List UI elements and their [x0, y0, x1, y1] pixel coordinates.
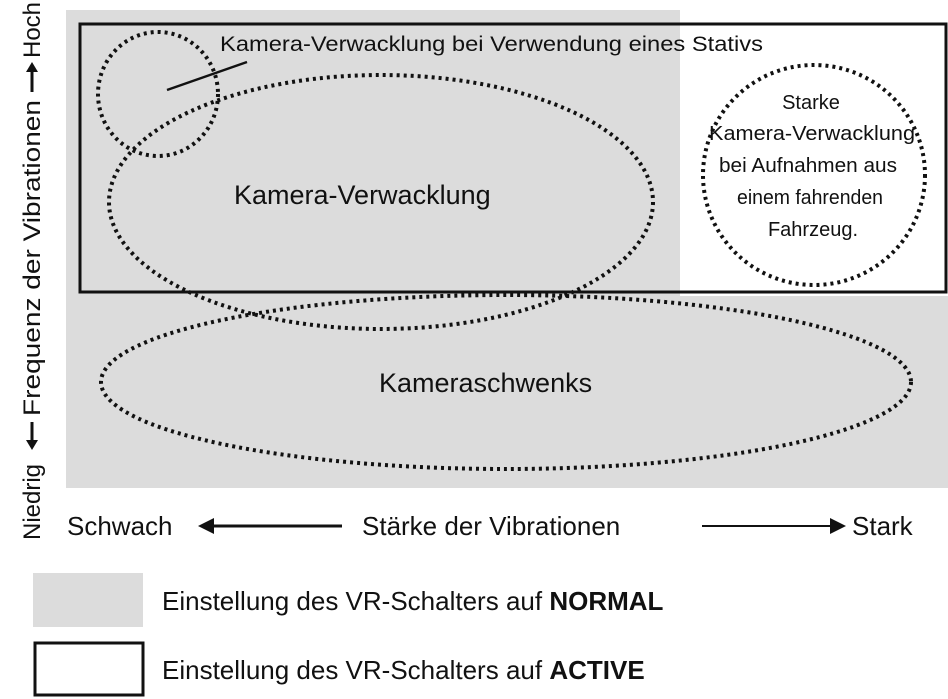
tripod-shake-circle [96, 30, 220, 158]
x-axis-low-label: Schwach [67, 511, 173, 541]
legend-active-swatch [33, 641, 145, 697]
y-axis-high-label: Hoch [19, 2, 46, 58]
active-region [78, 22, 948, 294]
y-axis-up-arrow-icon [26, 62, 38, 92]
x-axis-label: Stärke der Vibrationen [362, 511, 620, 541]
panning-label: Kameraschwenks [379, 368, 592, 398]
camera-shake-ellipse [107, 73, 655, 331]
y-axis: Niedrig Frequenz der Vibrationen Hoch [19, 2, 46, 540]
tripod-shake-label: Kamera-Verwacklung bei Verwendung eines … [220, 33, 763, 56]
panning-ellipse [99, 293, 913, 471]
normal-region-bottom [66, 296, 948, 488]
vehicle-shake-circle [701, 63, 927, 287]
y-axis-low-label: Niedrig [19, 464, 46, 540]
legend-active-label: Einstellung des VR-Schalters auf ACTIVE [162, 655, 645, 685]
y-axis-label: Frequenz der Vibrationen [19, 100, 46, 416]
legend-normal-label: Einstellung des VR-Schalters auf NORMAL [162, 586, 664, 616]
x-axis-left-arrow-icon [198, 518, 342, 534]
legend: Einstellung des VR-Schalters auf NORMAL … [33, 573, 664, 697]
vehicle-shake-line3: bei Aufnahmen aus [719, 155, 897, 177]
camera-shake-label: Kamera-Verwacklung [234, 180, 491, 210]
vehicle-shake-line1: Starke [782, 92, 840, 114]
vehicle-shake-line5: Fahrzeug. [768, 219, 858, 241]
vehicle-shake-line4: einem fahrenden [737, 187, 883, 209]
x-axis-right-arrow-icon [702, 518, 846, 534]
vehicle-shake-line2: Kamera-Verwacklung [709, 123, 915, 145]
tripod-leader-line [166, 60, 248, 92]
x-axis: Schwach Stärke der Vibrationen Stark [67, 511, 914, 541]
normal-region [66, 10, 948, 488]
vehicle-shake-label: Starke Kamera-Verwacklung bei Aufnahmen … [709, 92, 915, 241]
y-axis-down-arrow-icon [26, 422, 38, 450]
legend-normal-swatch [33, 573, 143, 627]
x-axis-high-label: Stark [852, 511, 914, 541]
